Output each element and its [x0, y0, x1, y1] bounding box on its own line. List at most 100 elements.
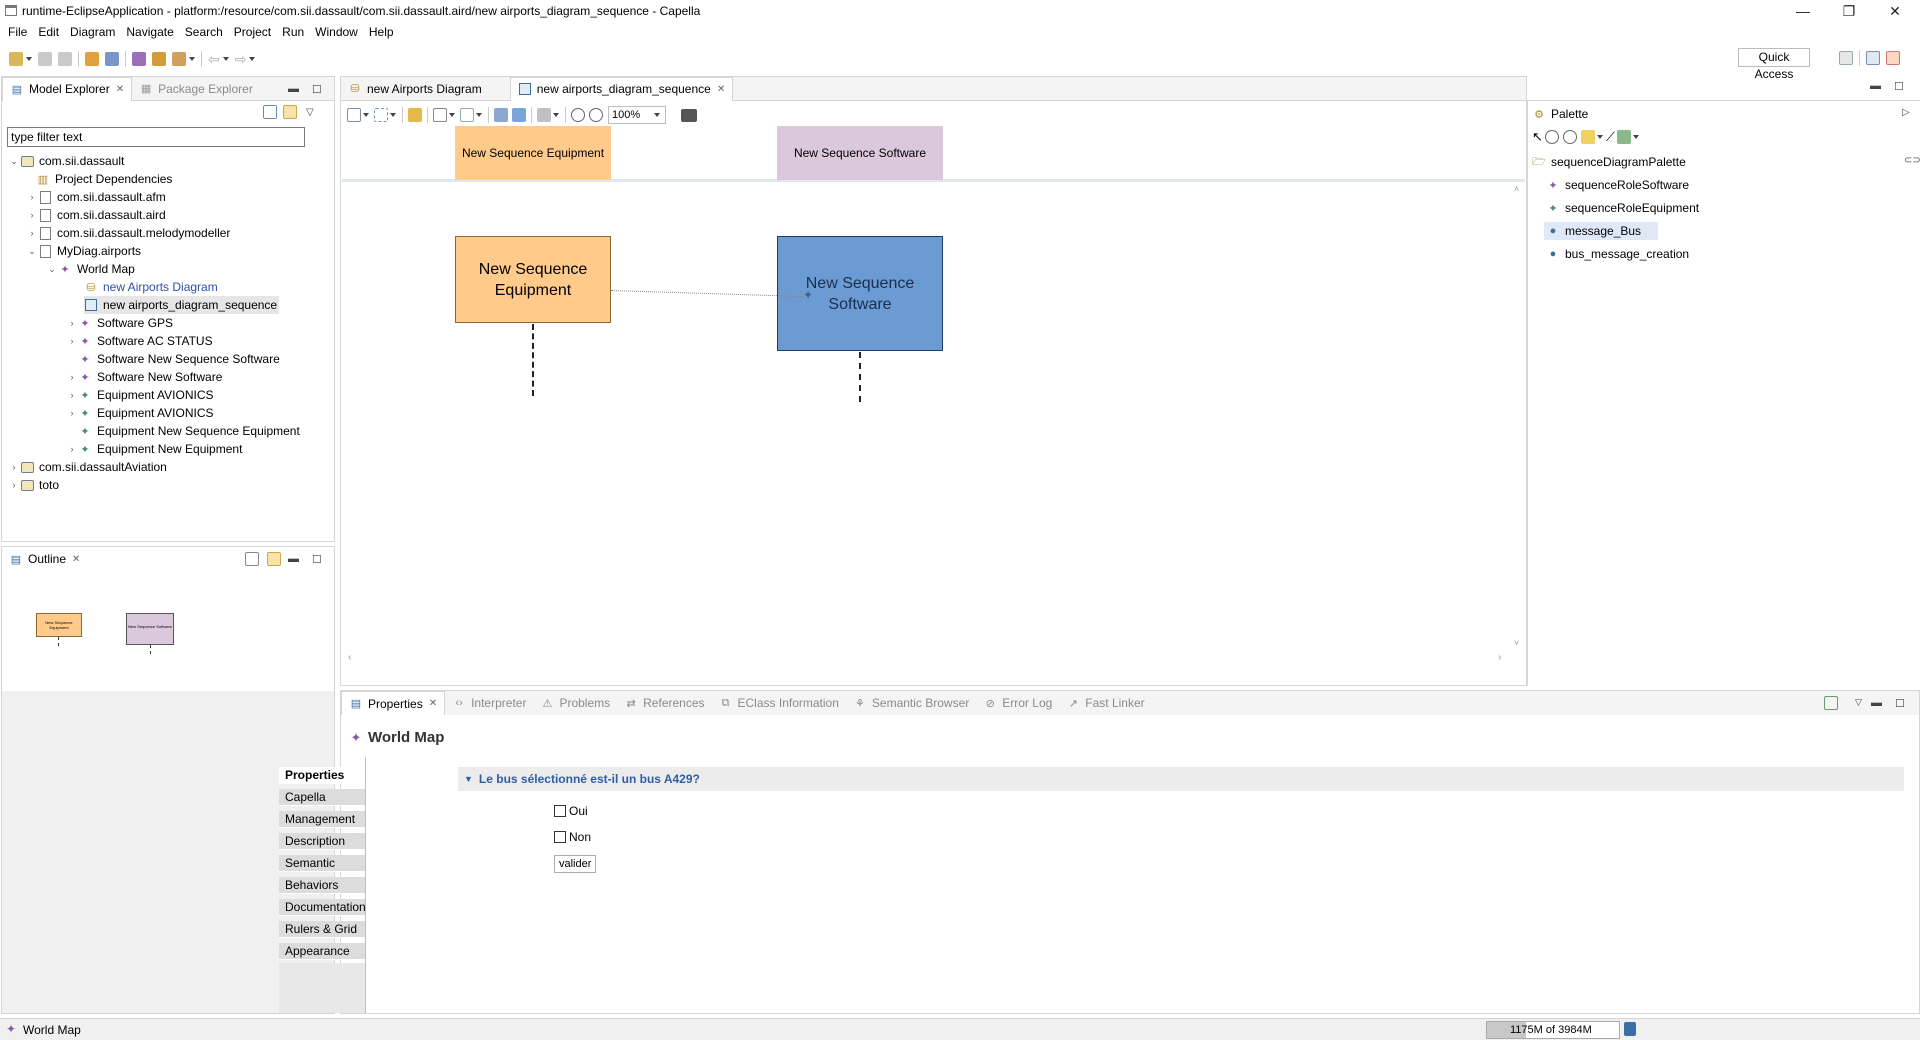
link-editor-icon[interactable]: [283, 105, 297, 119]
node-new-sequence-software[interactable]: New Sequence Software: [777, 236, 943, 351]
link-tool-icon[interactable]: [1617, 130, 1632, 144]
message-connector[interactable]: [610, 290, 803, 298]
refresh-diagram-icon[interactable]: [408, 108, 422, 122]
close-icon[interactable]: ✕: [115, 83, 125, 95]
palette-drawer[interactable]: 🗁sequenceDiagramPalette: [1532, 153, 1686, 171]
horizontal-scrollbar[interactable]: ‹ ›: [342, 652, 1510, 666]
tab-package-explorer[interactable]: ▦ Package Explorer: [132, 77, 260, 101]
tab-new-airports-diagram[interactable]: ⛁ new Airports Diagram: [341, 77, 510, 101]
tab-properties[interactable]: ▤Properties✕: [341, 691, 446, 715]
tree-item[interactable]: ›✦Equipment AVIONICS: [66, 386, 214, 404]
collapsed-arrow-icon[interactable]: ›: [12, 462, 16, 472]
arrange-icon[interactable]: [374, 108, 388, 122]
resource-perspective-icon[interactable]: [1866, 51, 1880, 65]
tab-error-log[interactable]: ⊘Error Log: [976, 691, 1059, 715]
tab-eclass-information[interactable]: ⧉EClass Information: [712, 691, 846, 715]
connector-tool-icon[interactable]: ⟋: [1605, 129, 1616, 144]
prop-tab-documentation[interactable]: Documentation: [279, 899, 366, 916]
close-icon[interactable]: ✕: [716, 83, 726, 95]
outline-tree-icon[interactable]: [245, 552, 259, 566]
close-button[interactable]: ✕: [1889, 3, 1901, 19]
quick-access-field[interactable]: Quick Access: [1738, 48, 1810, 81]
scroll-down-icon[interactable]: ˅: [1514, 638, 1520, 648]
scroll-up-icon[interactable]: ˄: [1514, 184, 1520, 194]
header-software[interactable]: New Sequence Software: [777, 126, 943, 180]
tree-item[interactable]: ⌄com.sii.dassault: [8, 152, 124, 170]
camera-icon[interactable]: [681, 108, 697, 122]
drawer-pin-icon[interactable]: ⊂⊃: [1904, 155, 1920, 166]
tree-item[interactable]: ›✦Equipment AVIONICS: [66, 404, 214, 422]
collapsed-arrow-icon[interactable]: ›: [12, 480, 16, 490]
garbage-collect-icon[interactable]: [1624, 1022, 1636, 1036]
tree-item[interactable]: ›toto: [8, 476, 60, 494]
prop-tab-properties[interactable]: Properties: [279, 767, 365, 784]
palette-item[interactable]: ●bus_message_creation: [1546, 245, 1689, 263]
tab-outline[interactable]: ▤ Outline ✕: [2, 547, 87, 571]
menu-diagram[interactable]: Diagram: [70, 25, 116, 39]
tree-item[interactable]: ⌄✦World Map: [46, 260, 135, 278]
open-perspective-icon[interactable]: [1839, 51, 1853, 65]
select-all-icon[interactable]: [347, 108, 361, 122]
palette-zoom-out-icon[interactable]: [1562, 130, 1577, 144]
filters-icon[interactable]: [460, 108, 474, 122]
prop-tab-rulers-grid[interactable]: Rulers & Grid: [279, 921, 365, 938]
tab-references[interactable]: ⇄References: [617, 691, 711, 715]
wizard-icon[interactable]: [152, 52, 166, 66]
collapsed-arrow-icon[interactable]: ›: [70, 336, 74, 346]
palette-zoom-in-icon[interactable]: [1544, 130, 1559, 144]
maximize-icon[interactable]: ☐: [312, 84, 322, 96]
expanded-arrow-icon[interactable]: ⌄: [10, 155, 18, 166]
palette-item-selected[interactable]: ●message_Bus: [1544, 222, 1658, 240]
collapse-all-icon[interactable]: [263, 105, 277, 119]
new-icon[interactable]: [9, 52, 23, 66]
tree-item[interactable]: ›com.sii.dassault.melodymodeller: [26, 224, 231, 242]
note-icon[interactable]: [1580, 130, 1595, 144]
minimize-button[interactable]: —: [1796, 3, 1810, 19]
collapsed-arrow-icon[interactable]: ›: [30, 192, 34, 202]
refresh-icon[interactable]: [85, 52, 99, 66]
section-expand-icon[interactable]: ▼: [464, 774, 473, 784]
diagram-canvas[interactable]: New Sequence Equipment New Sequence Soft…: [342, 126, 1525, 670]
run-icon[interactable]: [172, 52, 186, 66]
non-checkbox[interactable]: [554, 831, 566, 843]
search-model-icon[interactable]: [105, 52, 119, 66]
collapsed-arrow-icon[interactable]: ›: [70, 444, 74, 454]
valider-button[interactable]: valider: [554, 855, 597, 873]
vertical-scrollbar[interactable]: ˄ ˅: [1512, 182, 1524, 652]
prop-tab-capella[interactable]: Capella: [279, 789, 365, 806]
outline-overview-icon[interactable]: [267, 552, 281, 566]
close-icon[interactable]: ✕: [428, 698, 438, 709]
minimize-icon[interactable]: ▬: [1871, 697, 1882, 709]
palette-collapse-icon[interactable]: ▷: [1902, 107, 1910, 118]
menu-edit[interactable]: Edit: [38, 25, 60, 39]
prop-tab-appearance[interactable]: Appearance: [279, 943, 365, 960]
tab-interpreter[interactable]: ‹›Interpreter: [445, 691, 533, 715]
expanded-arrow-icon[interactable]: ⌄: [48, 263, 56, 274]
option-non[interactable]: Non: [554, 830, 591, 844]
prop-tab-description[interactable]: Description: [279, 833, 365, 850]
tree-item[interactable]: ›✦Software GPS: [66, 314, 174, 332]
prop-tab-behaviors[interactable]: Behaviors: [279, 877, 365, 894]
view-menu-icon[interactable]: ▽: [306, 106, 314, 118]
tree-item[interactable]: ›✦Software New Software: [66, 368, 223, 386]
tab-model-explorer[interactable]: ▤ Model Explorer ✕: [2, 76, 133, 101]
tab-fast-linker[interactable]: ↗Fast Linker: [1059, 691, 1151, 715]
navigate-icon[interactable]: [512, 108, 526, 122]
palette-item[interactable]: ✦sequenceRoleSoftware: [1546, 176, 1689, 194]
editor-minimize-icon[interactable]: ▬: [1870, 80, 1881, 92]
tree-item[interactable]: ›com.sii.dassault.afm: [26, 188, 166, 206]
paste-icon[interactable]: [537, 108, 551, 122]
zoom-out-icon[interactable]: [589, 108, 603, 122]
tree-item[interactable]: ⌄MyDiag.airports: [26, 242, 141, 260]
collapsed-arrow-icon[interactable]: ›: [70, 390, 74, 400]
tab-problems[interactable]: ⚠Problems: [533, 691, 617, 715]
filter-input[interactable]: type filter text: [7, 127, 305, 147]
capella-perspective-icon[interactable]: [1886, 51, 1900, 65]
editor-maximize-icon[interactable]: ☐: [1894, 81, 1904, 93]
tree-item[interactable]: ✦Software New Sequence Software: [78, 350, 279, 368]
collapsed-arrow-icon[interactable]: ›: [30, 228, 34, 238]
tree-item[interactable]: ›com.sii.dassaultAviation: [8, 458, 167, 476]
prop-tab-management[interactable]: Management: [279, 811, 365, 828]
view-menu-icon[interactable]: ▽: [1855, 697, 1862, 707]
heap-status[interactable]: 1175M of 3984M: [1486, 1021, 1620, 1039]
